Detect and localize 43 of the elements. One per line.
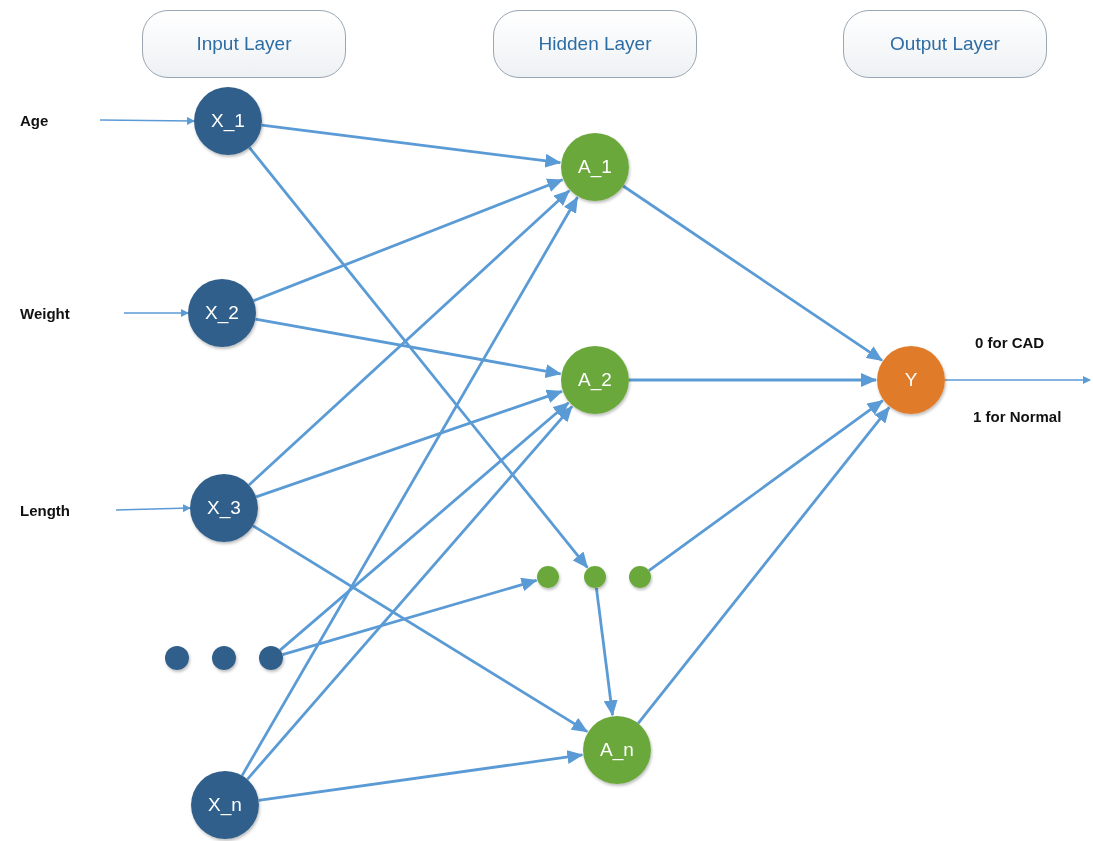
arrow [248,146,589,569]
neuron-circle: X_2 [188,279,256,347]
arrow [240,196,579,777]
arrow [595,587,618,717]
arrow [261,123,562,168]
ellipsis-dot [629,566,651,588]
arrow [282,577,538,656]
input-label: Length [20,500,96,520]
arrow [279,401,570,652]
arrow [255,389,563,499]
arrow [99,116,195,125]
arrow [248,189,571,487]
arrow [944,376,1091,384]
arrow [629,373,877,387]
neuron-circle: A_2 [561,346,629,414]
input-label: Weight [20,303,104,323]
arrow [255,317,562,379]
layer-header: Input Layer [142,10,346,78]
input-label: Age [20,110,80,130]
ellipsis-dot [165,646,189,670]
arrow [258,750,584,802]
neuron-circle: X_1 [194,87,262,155]
arrow [246,405,574,781]
arrow [252,524,589,733]
neuron-circle: X_3 [190,474,258,542]
output-label: 1 for Normal [973,408,1062,425]
neuron-circle: A_1 [561,133,629,201]
neuron-circle: X_n [191,771,259,839]
neuron-circle: A_n [583,716,651,784]
arrow [622,184,883,362]
layer-header: Output Layer [843,10,1047,78]
arrow [648,399,884,572]
ellipsis-dot [584,566,606,588]
arrow [115,504,191,513]
arrow [253,178,564,302]
neuron-circle: Y [877,346,945,414]
ellipsis-dot [212,646,236,670]
ellipsis-dot [537,566,559,588]
arrow [637,406,891,725]
ellipsis-dot [259,646,283,670]
arrow [123,309,189,317]
output-label: 0 for CAD [975,334,1045,351]
layer-header: Hidden Layer [493,10,697,78]
